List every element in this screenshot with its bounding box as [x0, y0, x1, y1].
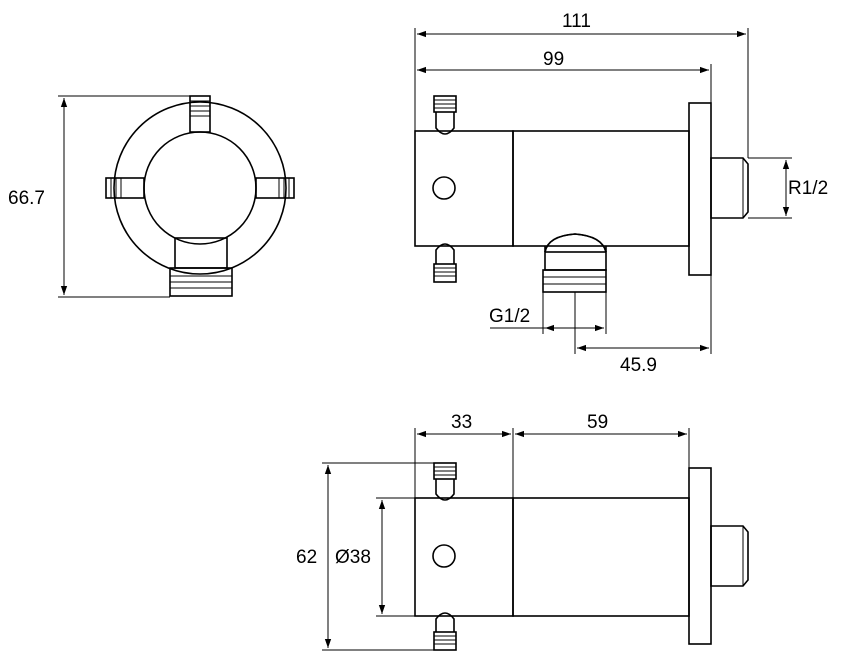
lower-view: 33 59 62 Ø38: [296, 412, 749, 651]
inlet-fitting: [542, 233, 607, 293]
dim-barrel-length: 59: [587, 412, 608, 433]
dim-body-diameter: Ø38: [335, 547, 371, 568]
wall-flange: [688, 102, 712, 276]
dim-inlet-thread: G1/2: [489, 306, 530, 327]
right-knob: [255, 177, 295, 199]
dim-body-length: 99: [543, 49, 564, 70]
screw-hole: [432, 176, 456, 200]
dim-handle-length: 33: [451, 412, 472, 433]
dim-inlet-offset: 45.9: [620, 355, 657, 376]
outlet-thread: [710, 157, 749, 219]
side-view: 111 99 R1/2 G1/2 45.9: [414, 11, 828, 376]
top-knob: [189, 95, 211, 133]
outer-ring: [113, 101, 287, 275]
inner-circle: [143, 131, 257, 245]
front-view: 66.7: [8, 95, 295, 298]
side-bottom-knob: [433, 243, 457, 283]
barrel: [512, 130, 690, 247]
left-knob: [105, 177, 145, 199]
dim-outlet-thread: R1/2: [788, 178, 828, 199]
lower-handle-block: [414, 497, 514, 617]
lower-bottom-knob: [433, 612, 457, 651]
lower-screw-hole: [432, 544, 456, 568]
side-top-knob: [433, 95, 457, 135]
lower-barrel: [512, 497, 690, 617]
lower-wall-flange: [688, 467, 712, 645]
lower-top-knob: [433, 462, 457, 501]
handle-block: [414, 130, 514, 247]
bottom-fitting: [169, 237, 233, 297]
dim-front-height: 66.7: [8, 188, 45, 209]
dim-total-length: 111: [562, 11, 591, 32]
lower-outlet-thread: [710, 525, 749, 587]
dim-overall-height: 62: [296, 547, 317, 568]
